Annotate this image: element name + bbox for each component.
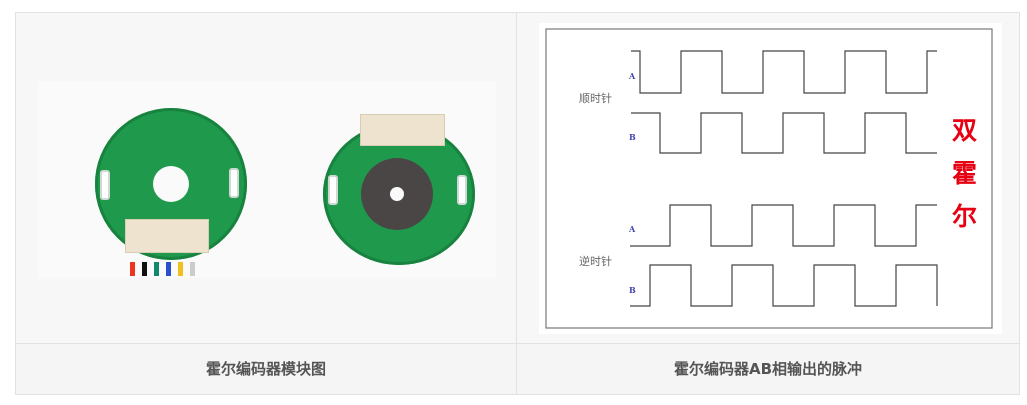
image-cell-module: [16, 13, 517, 344]
ccw-b-wave: [630, 264, 938, 307]
cw-a-wave: [631, 50, 937, 94]
label-b: B: [629, 132, 636, 142]
title-char: 尔: [952, 202, 977, 231]
caption-pulse: 霍尔编码器AB相输出的脉冲: [517, 344, 1019, 394]
title-char: 霍: [952, 159, 977, 188]
clockwise-label: 顺时针: [579, 91, 612, 105]
caption-module: 霍尔编码器模块图: [16, 344, 517, 394]
connector-back: [360, 114, 445, 146]
image-cell-pulse: A B A B 顺时针 逆时针 双 霍 尔: [517, 13, 1019, 344]
pcb-back: [323, 123, 475, 265]
ab-pulse-diagram: A B A B 顺时针 逆时针 双 霍 尔: [539, 23, 1002, 334]
ccw-a-wave: [630, 204, 937, 247]
content-table: A B A B 顺时针 逆时针 双 霍 尔 霍尔编码器模块图 霍尔编码器AB相输…: [15, 12, 1020, 395]
cw-b-wave: [631, 112, 937, 154]
hall-encoder-module-photo: [38, 81, 496, 278]
label-a: A: [628, 71, 636, 81]
label-b: B: [629, 285, 636, 295]
counterclockwise-label: 逆时针: [579, 254, 612, 268]
label-a: A: [628, 224, 636, 234]
connector: [125, 219, 209, 253]
title-char: 双: [952, 116, 977, 145]
